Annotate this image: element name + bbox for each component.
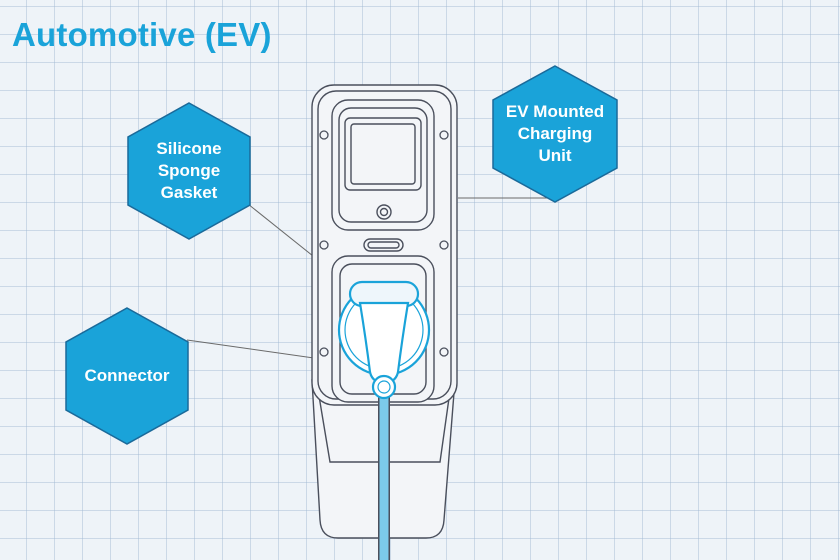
connector-cable-gland	[371, 374, 397, 400]
unit-slot	[363, 238, 404, 252]
display-panel-inner	[338, 107, 428, 223]
callout-hex-unit	[492, 65, 618, 203]
page-title: Automotive (EV)	[12, 16, 272, 53]
callout-hex-gasket	[127, 102, 251, 240]
indicator-button	[376, 204, 392, 220]
connector-plug	[337, 280, 431, 400]
callout-shapes	[65, 65, 618, 445]
callout-hex-connector	[65, 307, 189, 445]
screws	[319, 130, 449, 357]
display-screen-inner	[350, 123, 416, 185]
display-screen	[344, 117, 422, 191]
